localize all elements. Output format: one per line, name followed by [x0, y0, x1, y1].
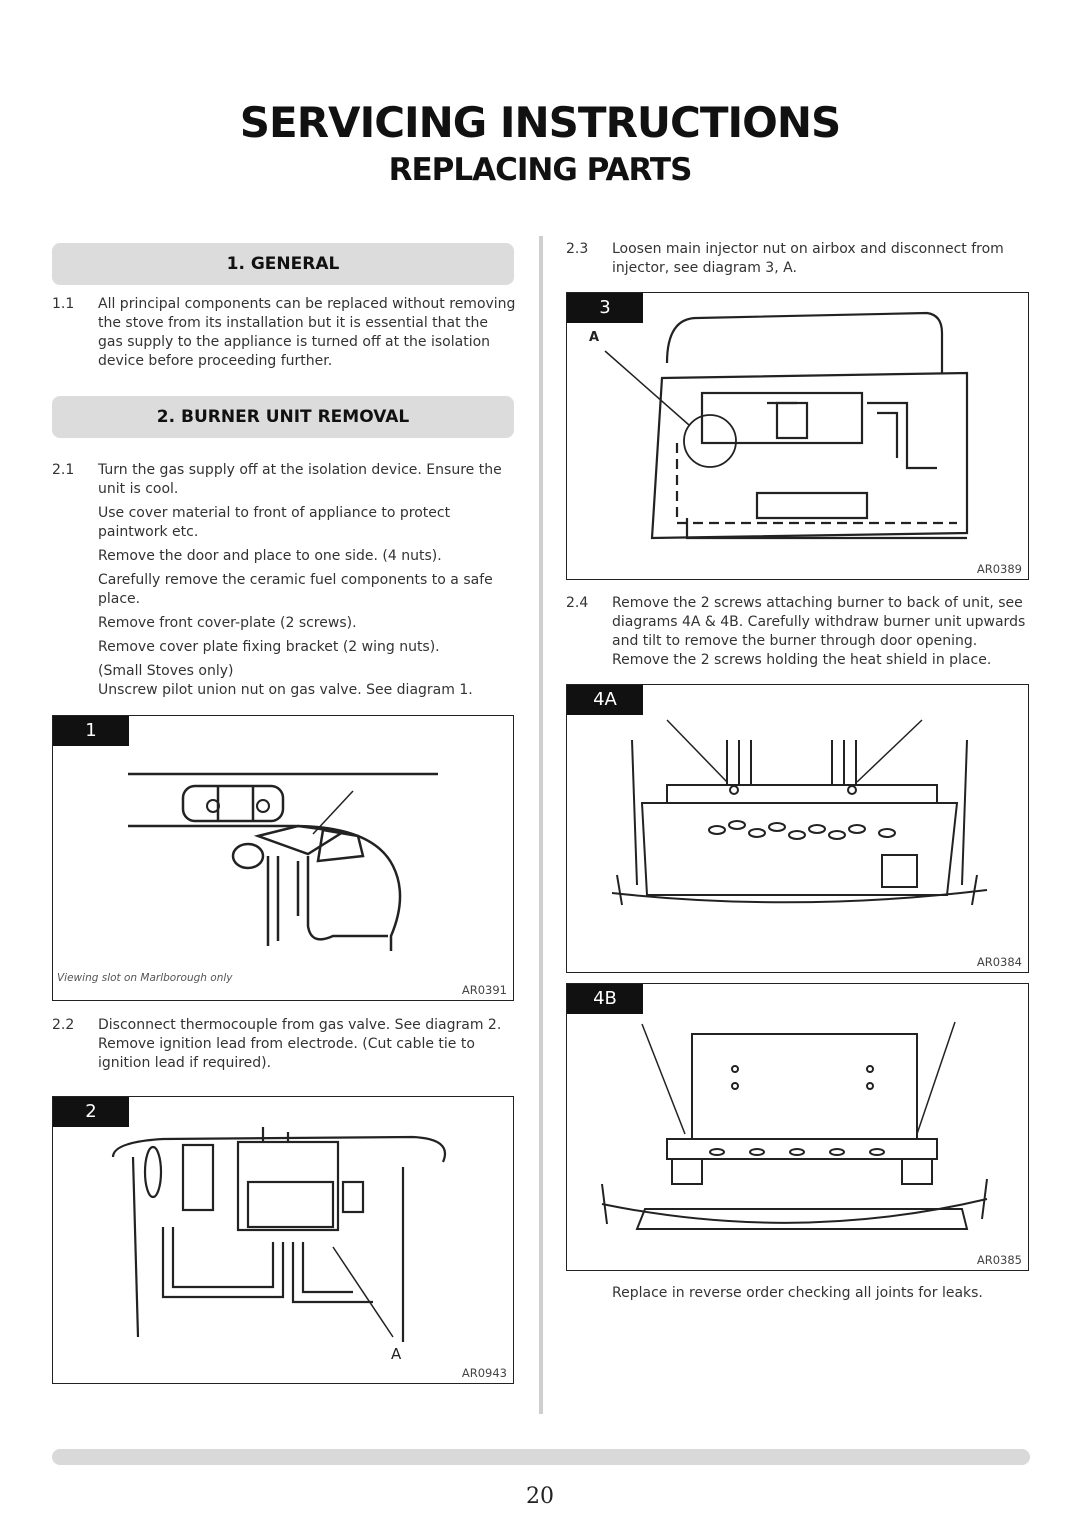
callout-label-a: A: [589, 330, 600, 345]
step-line: Remove cover plate fixing bracket (2 win…: [98, 639, 440, 655]
diagram-4a-illustration: [611, 719, 988, 906]
step-line: Unscrew pilot union nut on gas valve. Se…: [98, 682, 473, 698]
diagram-4a: 4A AR0384: [566, 684, 1029, 973]
paragraph-2-1: 2.1 Turn the gas supply off at the isola…: [52, 461, 517, 700]
diagram-2: 2 A AR0943: [52, 1096, 514, 1384]
diagram-3-illustration: [604, 311, 969, 540]
paragraph-number: 2.1: [52, 462, 75, 478]
paragraph-2-3: 2.3 Loosen main injector nut on airbox a…: [566, 240, 1032, 278]
diagram-tag: 1: [53, 716, 129, 746]
page-number: 20: [526, 1484, 554, 1509]
paragraph-text: Loosen main injector nut on airbox and d…: [612, 241, 1004, 276]
step-line: Carefully remove the ceramic fuel compon…: [98, 572, 493, 607]
diagram-tag: 4A: [567, 685, 643, 715]
diagram-tag: 4B: [567, 984, 643, 1014]
diagram-code: AR0385: [976, 1253, 1022, 1267]
diagram-code: AR0384: [976, 955, 1022, 969]
step-line: Remove the door and place to one side. (…: [98, 548, 442, 564]
step-line: Turn the gas supply off at the isolation…: [98, 462, 502, 497]
diagram-code: AR0943: [461, 1366, 507, 1380]
diagram-code: AR0389: [976, 562, 1022, 576]
diagram-2-illustration: [111, 1127, 446, 1342]
page-title: SERVICING INSTRUCTIONS: [239, 98, 841, 147]
paragraph-number: 2.2: [52, 1017, 75, 1033]
diagram-4b: 4B AR0385: [566, 983, 1029, 1271]
diagram-tag: 2: [53, 1097, 129, 1127]
callout-label-a: A: [391, 1345, 402, 1363]
closing-note: Replace in reverse order checking all jo…: [612, 1285, 983, 1301]
diagram-1: 1 Viewing slot on Marlborough only AR039…: [52, 715, 514, 1001]
page-subtitle: REPLACING PARTS: [388, 152, 693, 188]
diagram-note: Viewing slot on Marlborough only: [57, 972, 233, 984]
step-line: Remove front cover-plate (2 screws).: [98, 615, 357, 631]
section-heading-burner-removal: 2. BURNER UNIT REMOVAL: [52, 396, 514, 438]
paragraph-2-2: 2.2 Disconnect thermocouple from gas val…: [52, 1016, 517, 1073]
diagram-3: 3 A AR0389: [566, 292, 1029, 580]
step-line: (Small Stoves only): [98, 663, 234, 679]
step-line: Use cover material to front of appliance…: [98, 505, 451, 540]
paragraph-text: Disconnect thermocouple from gas valve. …: [98, 1017, 502, 1071]
diagram-4b-illustration: [601, 1021, 988, 1230]
paragraph-text: Remove the 2 screws attaching burner to …: [612, 595, 1026, 668]
paragraph-number: 1.1: [52, 296, 75, 312]
diagram-1-illustration: [128, 772, 438, 951]
diagram-code: AR0391: [461, 983, 507, 997]
diagram-tag: 3: [567, 293, 643, 323]
paragraph-text: All principal components can be replaced…: [98, 296, 516, 369]
column-divider: [539, 236, 543, 1414]
paragraph-1-1: 1.1 All principal components can be repl…: [52, 295, 517, 371]
paragraph-2-4: 2.4 Remove the 2 screws attaching burner…: [566, 594, 1032, 670]
paragraph-number: 2.4: [566, 595, 589, 611]
footer-bar: [52, 1449, 1030, 1465]
section-heading-general: 1. GENERAL: [52, 243, 514, 285]
paragraph-number: 2.3: [566, 241, 589, 257]
